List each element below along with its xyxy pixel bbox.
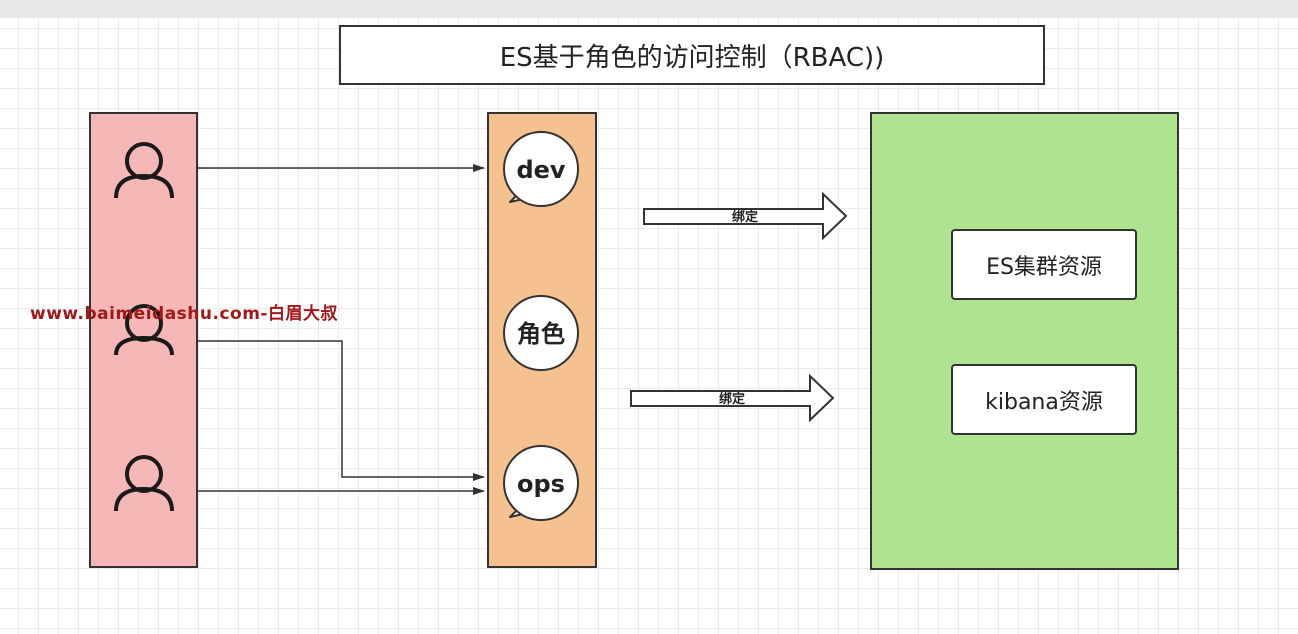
speech-bubble-icon [503,445,579,521]
bind-label-top: 绑定 [732,209,758,225]
role-generic: 角色 [517,320,565,348]
bind-label-bottom: 绑定 [719,391,745,407]
resource-es-cluster: ES集群资源 [951,229,1137,300]
watermark: www.baimeidashu.com-白眉大叔 [30,304,338,324]
user-role-connectors [198,164,485,495]
diagram-title: ES基于角色的访问控制（RBAC)) [339,25,1045,85]
user-icon [114,142,174,199]
top-bar [0,0,1298,18]
resource-kibana: kibana资源 [951,364,1137,435]
right-arrow-icon [630,373,835,423]
speech-bubble-icon [503,295,579,371]
right-arrow-icon [643,191,848,241]
user-icon [114,304,174,356]
role-dev: dev [516,156,565,184]
role-ops: ops [517,470,565,498]
resources-column [870,112,1179,570]
speech-bubble-icon [503,131,579,207]
user-icon [114,455,174,512]
